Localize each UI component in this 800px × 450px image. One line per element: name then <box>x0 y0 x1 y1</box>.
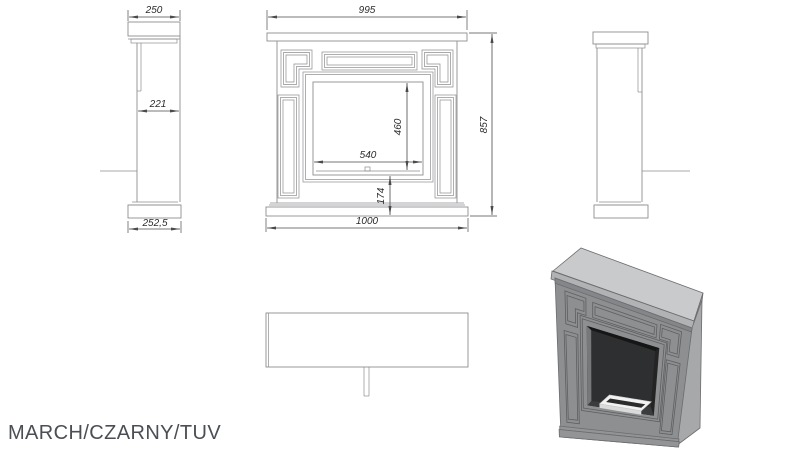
dim-side-body-depth: 221 <box>149 99 167 110</box>
3d-view <box>550 247 704 448</box>
left-side-view: 250 221 252,5 <box>100 5 182 233</box>
top-view <box>265 312 469 397</box>
dim-front-overall-height: 857 <box>479 116 490 133</box>
dim-hearth-height: 174 <box>376 187 387 204</box>
right-side-view <box>592 31 690 219</box>
dim-base-width: 1000 <box>356 216 379 227</box>
dim-front-top-width: 995 <box>359 5 376 16</box>
dim-side-base-depth: 252,5 <box>141 218 167 229</box>
dim-opening-width: 540 <box>360 150 377 161</box>
model-label: MARCH/CZARNY/TUV <box>8 422 222 444</box>
dim-side-top-depth: 250 <box>145 5 163 16</box>
dim-opening-height: 460 <box>393 118 404 135</box>
front-view: 995 857 <box>265 5 497 232</box>
